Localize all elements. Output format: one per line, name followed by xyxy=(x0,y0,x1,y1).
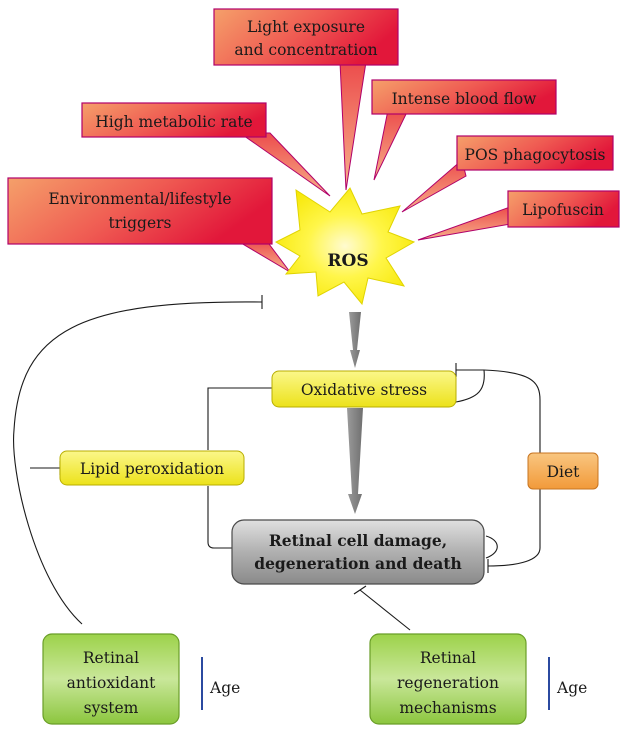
inhibit-antioxidant-to-ros xyxy=(13,301,263,625)
bracket-oxidative-lipid xyxy=(207,387,272,450)
node-box-damage xyxy=(231,519,485,585)
callout-label-metabolic: High metabolic rate xyxy=(95,113,252,131)
node-box-oxidative xyxy=(271,370,457,408)
node-box-antioxidant xyxy=(42,633,180,725)
node-label-damage-1: Retinal cell damage, xyxy=(269,531,447,550)
callout-high-metabolic-rate: High metabolic rate xyxy=(81,102,331,197)
callout-label-lipofuscin: Lipofuscin xyxy=(522,201,604,219)
age-label-right: Age xyxy=(556,679,587,697)
bracket-lipid-damage xyxy=(207,486,232,549)
callout-label-environmental-1: Environmental/lifestyle xyxy=(48,190,231,208)
node-lipid-peroxidation: Lipid peroxidation xyxy=(59,450,245,486)
diet-loop-top xyxy=(455,369,485,403)
node-label-regeneration-2: regeneration xyxy=(397,674,499,692)
node-label-regeneration-1: Retinal xyxy=(420,649,476,667)
arrow-ros-to-oxidative xyxy=(349,312,361,368)
node-regeneration-mechanisms: Retinal regeneration mechanisms xyxy=(369,633,527,725)
callout-box-light xyxy=(213,8,399,66)
callout-tail-pos xyxy=(401,159,467,213)
node-label-diet: Diet xyxy=(547,463,581,481)
ros-label: ROS xyxy=(327,251,368,271)
node-label-damage-2: degeneration and death xyxy=(254,554,462,573)
diet-loop-inner xyxy=(485,535,498,559)
callout-box-environmental xyxy=(7,177,273,245)
callout-box-pos xyxy=(456,135,614,171)
callout-label-environmental-2: triggers xyxy=(109,214,172,232)
node-retinal-damage: Retinal cell damage, degeneration and de… xyxy=(231,519,485,585)
callout-box-blood xyxy=(371,79,557,115)
ros-starburst: ROS xyxy=(274,187,416,306)
node-label-antioxidant-2: antioxidant xyxy=(67,674,157,692)
callout-intense-blood-flow: Intense blood flow xyxy=(371,79,557,181)
node-label-antioxidant-3: system xyxy=(84,699,139,717)
node-box-regeneration xyxy=(369,633,527,725)
node-label-lipid: Lipid peroxidation xyxy=(80,460,224,478)
callout-box-metabolic xyxy=(81,102,267,138)
callout-lipofuscin: Lipofuscin xyxy=(417,190,620,241)
callout-label-blood: Intense blood flow xyxy=(392,90,538,108)
connector-lines xyxy=(13,295,550,710)
node-label-regeneration-3: mechanisms xyxy=(399,699,496,717)
callout-light-exposure: Light exposure and concentration xyxy=(213,8,399,191)
node-box-lipid xyxy=(59,450,245,486)
node-label-oxidative: Oxidative stress xyxy=(301,381,427,399)
callout-label-pos: POS phagocytosis xyxy=(465,146,606,164)
node-box-diet xyxy=(527,452,599,490)
callout-environmental-triggers: Environmental/lifestyle triggers xyxy=(7,177,291,273)
callout-label-light-1: Light exposure xyxy=(247,18,365,36)
node-label-antioxidant-1: Retinal xyxy=(83,649,139,667)
node-diet: Diet xyxy=(527,452,599,490)
ros-star-shape xyxy=(274,187,416,306)
callout-box-lipofuscin xyxy=(507,190,620,228)
age-label-left: Age xyxy=(209,679,240,697)
inhibit-bar-damage-bottom xyxy=(353,585,367,595)
node-antioxidant-system: Retinal antioxidant system xyxy=(42,633,180,725)
inhibit-regeneration-to-damage xyxy=(359,589,411,631)
callout-tail-blood xyxy=(373,109,409,181)
callout-tail-light xyxy=(339,61,367,191)
arrow-oxidative-to-damage xyxy=(347,408,363,514)
node-oxidative-stress: Oxidative stress xyxy=(271,370,457,408)
callout-label-light-2: and concentration xyxy=(234,41,377,59)
callout-tail-lipofuscin xyxy=(417,206,517,241)
callout-pos-phagocytosis: POS phagocytosis xyxy=(401,135,614,213)
